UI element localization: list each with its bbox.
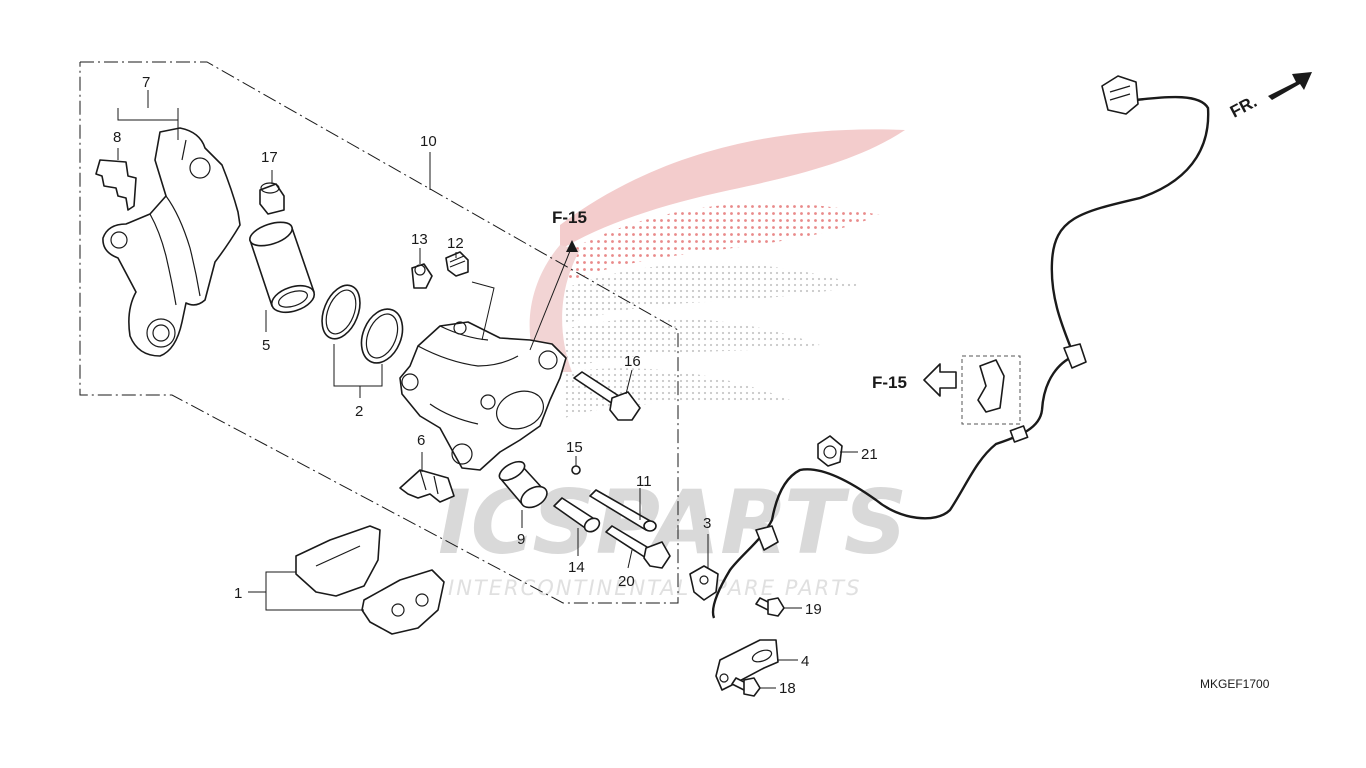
abs-sensor-cable <box>711 75 1210 619</box>
callout-7: 7 <box>142 74 150 91</box>
callout-5: 5 <box>262 337 270 354</box>
leader-lines <box>117 90 858 689</box>
assembly-boundary <box>79 61 679 604</box>
callout-14: 14 <box>568 559 585 576</box>
callout-4: 4 <box>801 653 809 670</box>
bleeder-cap <box>411 263 433 289</box>
bleeder-screw <box>445 251 469 277</box>
watermark-tagline: INTERCONTINENTAL SPARE PARTS <box>448 576 861 600</box>
slide-pin <box>589 489 657 532</box>
reference-label-clamp: F-15 <box>872 373 907 392</box>
brake-pads <box>295 525 445 635</box>
callout-20: 20 <box>618 573 635 590</box>
callout-11: 11 <box>636 473 652 490</box>
diagram-code: MKGEF1700 <box>1200 677 1270 691</box>
callout-21: 21 <box>861 446 878 463</box>
small-bushing <box>571 465 581 475</box>
callout-16: 16 <box>624 353 641 370</box>
sensor-stay <box>715 639 779 691</box>
callout-19: 19 <box>805 601 822 618</box>
callout-10: 10 <box>420 133 437 150</box>
piston-seals <box>321 284 404 364</box>
callout-17: 17 <box>261 149 278 166</box>
caliper-bracket <box>102 127 241 357</box>
front-direction-label: FR. <box>1227 92 1260 122</box>
callout-labels: 1 2 3 4 5 6 7 8 9 10 11 12 13 14 15 16 1… <box>113 74 878 697</box>
callout-13: 13 <box>411 231 428 248</box>
callout-18: 18 <box>779 680 796 697</box>
pin-boot <box>498 460 548 509</box>
cable-clamp <box>817 435 843 467</box>
callout-6: 6 <box>417 432 425 449</box>
clamp-reference-box <box>923 355 1021 425</box>
bolt-cap <box>259 182 285 215</box>
callout-1: 1 <box>234 585 242 602</box>
callout-12: 12 <box>447 235 464 252</box>
caliper-body <box>399 321 567 471</box>
caliper-ref-arrow <box>529 240 578 351</box>
caliper-bolt-16 <box>573 371 641 421</box>
sensor-bolt-19 <box>755 597 785 617</box>
pin-sleeve <box>553 497 601 533</box>
caliper-bolt-20 <box>605 525 671 569</box>
piston <box>249 221 316 314</box>
pad-spring <box>399 469 455 503</box>
retainer-clip <box>95 159 137 211</box>
front-direction-arrow <box>1268 72 1312 100</box>
callout-15: 15 <box>566 439 583 456</box>
callout-2: 2 <box>355 403 363 420</box>
callout-3: 3 <box>703 515 711 532</box>
reference-label-caliper: F-15 <box>552 208 587 227</box>
stay-bolt-18 <box>731 677 761 697</box>
wheel-speed-sensor <box>689 565 719 601</box>
callout-9: 9 <box>517 531 525 548</box>
callout-8: 8 <box>113 129 121 146</box>
